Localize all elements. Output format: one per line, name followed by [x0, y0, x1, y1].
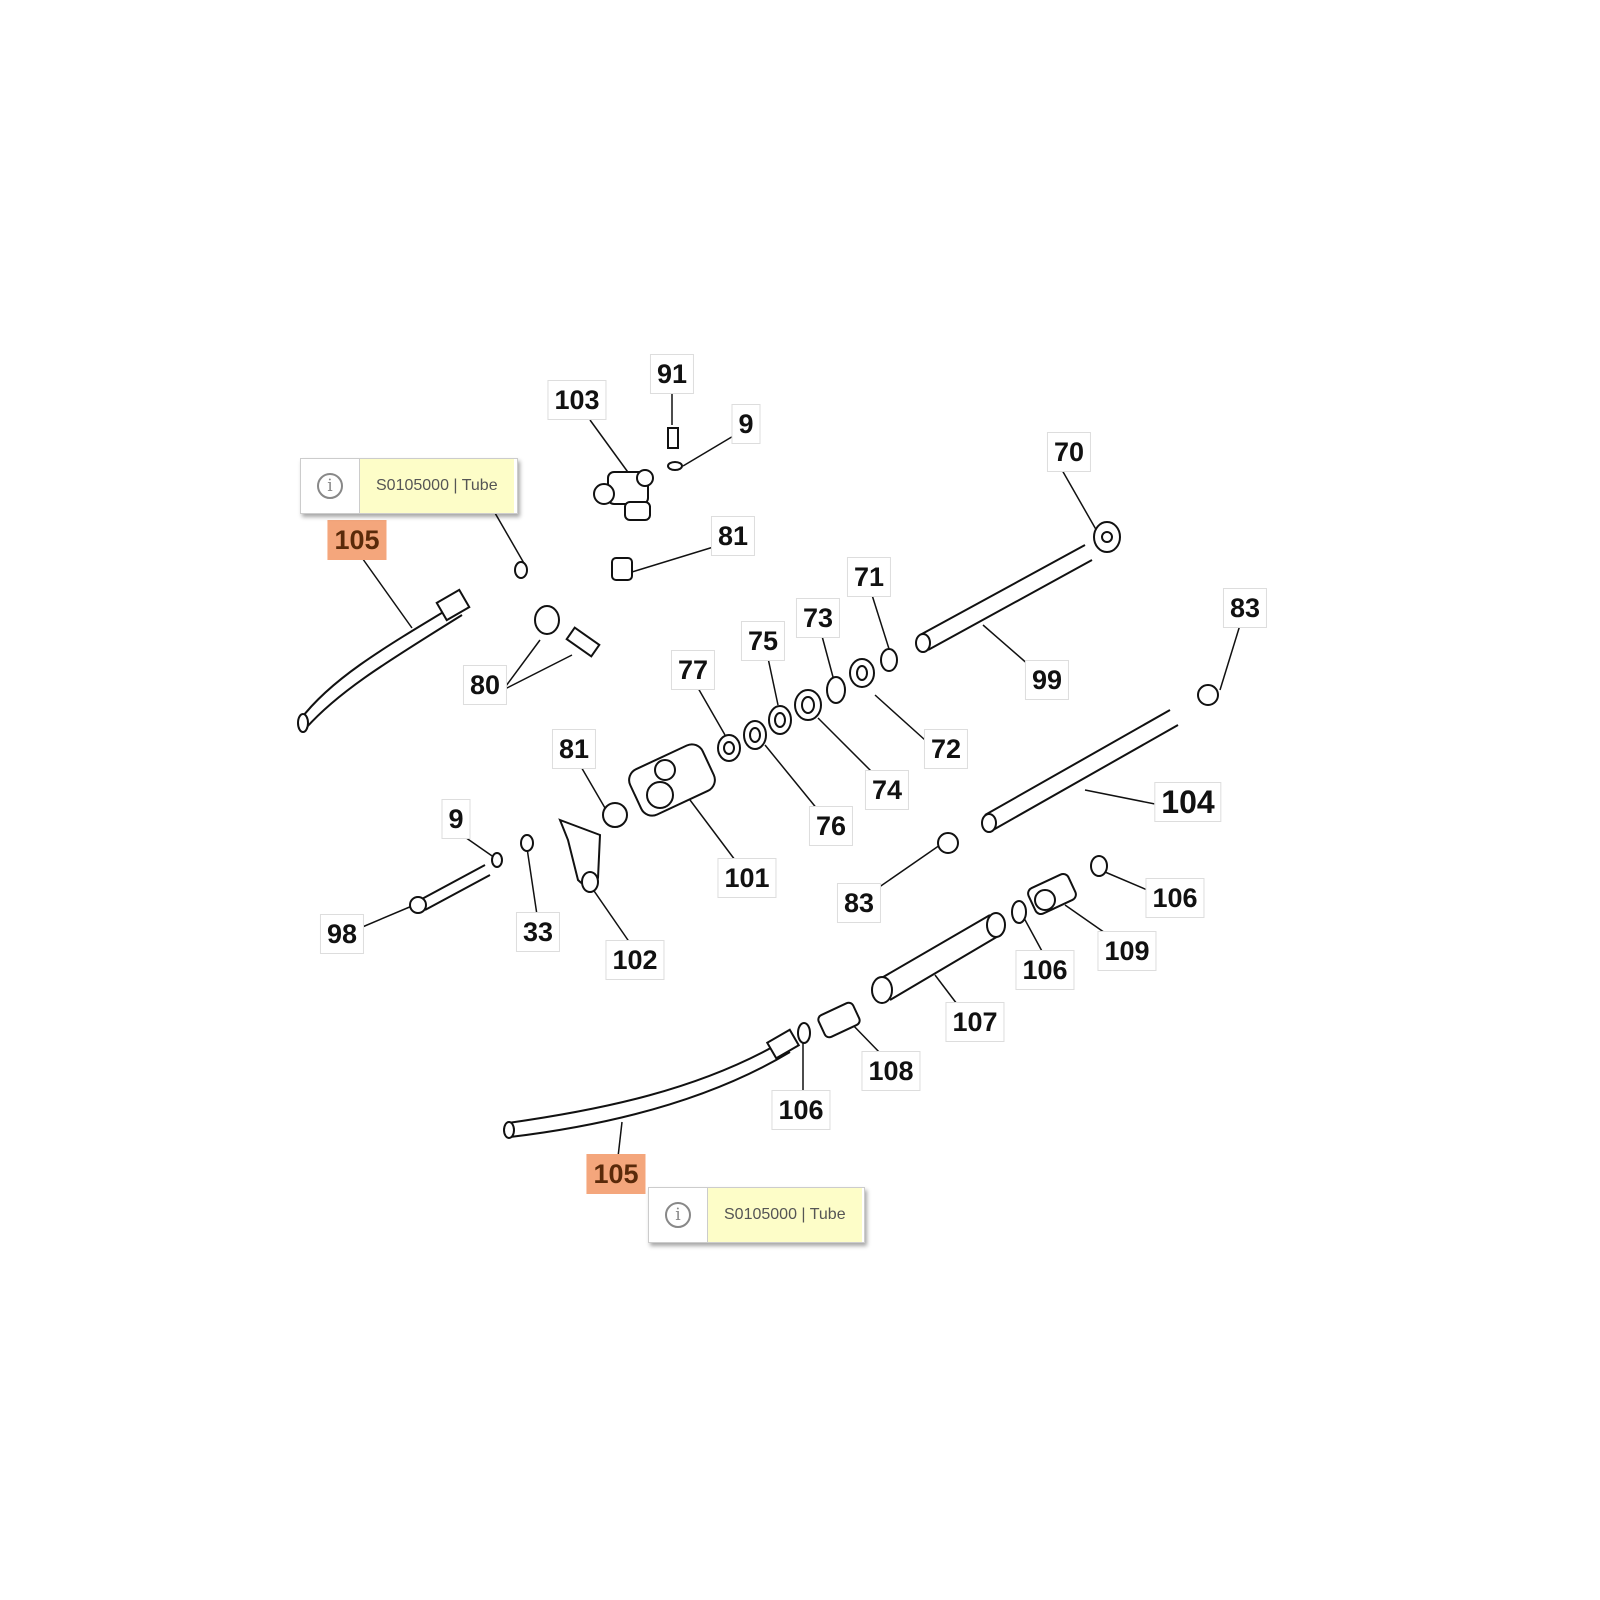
- callout-81[interactable]: 81: [710, 516, 756, 556]
- callout-106[interactable]: 106: [771, 1090, 831, 1130]
- callout-74[interactable]: 74: [864, 770, 910, 810]
- callout-106[interactable]: 106: [1015, 950, 1075, 990]
- parts: [297, 427, 1219, 1139]
- callout-108[interactable]: 108: [861, 1051, 921, 1091]
- callout-104[interactable]: 104: [1154, 782, 1222, 822]
- callout-99[interactable]: 99: [1024, 660, 1070, 700]
- callout-109[interactable]: 109: [1097, 931, 1157, 971]
- callout-71[interactable]: 71: [846, 557, 892, 597]
- callout-80[interactable]: 80: [462, 665, 508, 705]
- callout-83[interactable]: 83: [836, 883, 882, 923]
- callout-76[interactable]: 76: [808, 806, 854, 846]
- info-icon[interactable]: i: [301, 459, 360, 513]
- callout-33[interactable]: 33: [515, 912, 561, 952]
- callout-81[interactable]: 81: [551, 729, 597, 769]
- callout-98[interactable]: 98: [319, 914, 365, 954]
- callout-73[interactable]: 73: [795, 598, 841, 638]
- callout-105[interactable]: 105: [327, 520, 387, 560]
- info-icon[interactable]: i: [649, 1188, 708, 1242]
- callout-9[interactable]: 9: [731, 404, 761, 444]
- callout-91[interactable]: 91: [649, 354, 695, 394]
- callout-106[interactable]: 106: [1145, 878, 1205, 918]
- callout-9[interactable]: 9: [441, 799, 471, 839]
- callout-72[interactable]: 72: [923, 729, 969, 769]
- leader-lines: [359, 390, 1241, 1158]
- part-tooltip: i S0105000 | Tube: [300, 458, 518, 514]
- callout-107[interactable]: 107: [945, 1002, 1005, 1042]
- callout-77[interactable]: 77: [670, 650, 716, 690]
- callout-75[interactable]: 75: [740, 621, 786, 661]
- part-tooltip: i S0105000 | Tube: [648, 1187, 865, 1243]
- callout-102[interactable]: 102: [605, 940, 665, 980]
- callout-105[interactable]: 105: [586, 1154, 646, 1194]
- callout-83[interactable]: 83: [1222, 588, 1268, 628]
- callout-101[interactable]: 101: [717, 858, 777, 898]
- tooltip-text: S0105000 | Tube: [708, 1188, 862, 1242]
- callout-70[interactable]: 70: [1046, 432, 1092, 472]
- callout-103[interactable]: 103: [547, 380, 607, 420]
- tooltip-text: S0105000 | Tube: [360, 459, 514, 513]
